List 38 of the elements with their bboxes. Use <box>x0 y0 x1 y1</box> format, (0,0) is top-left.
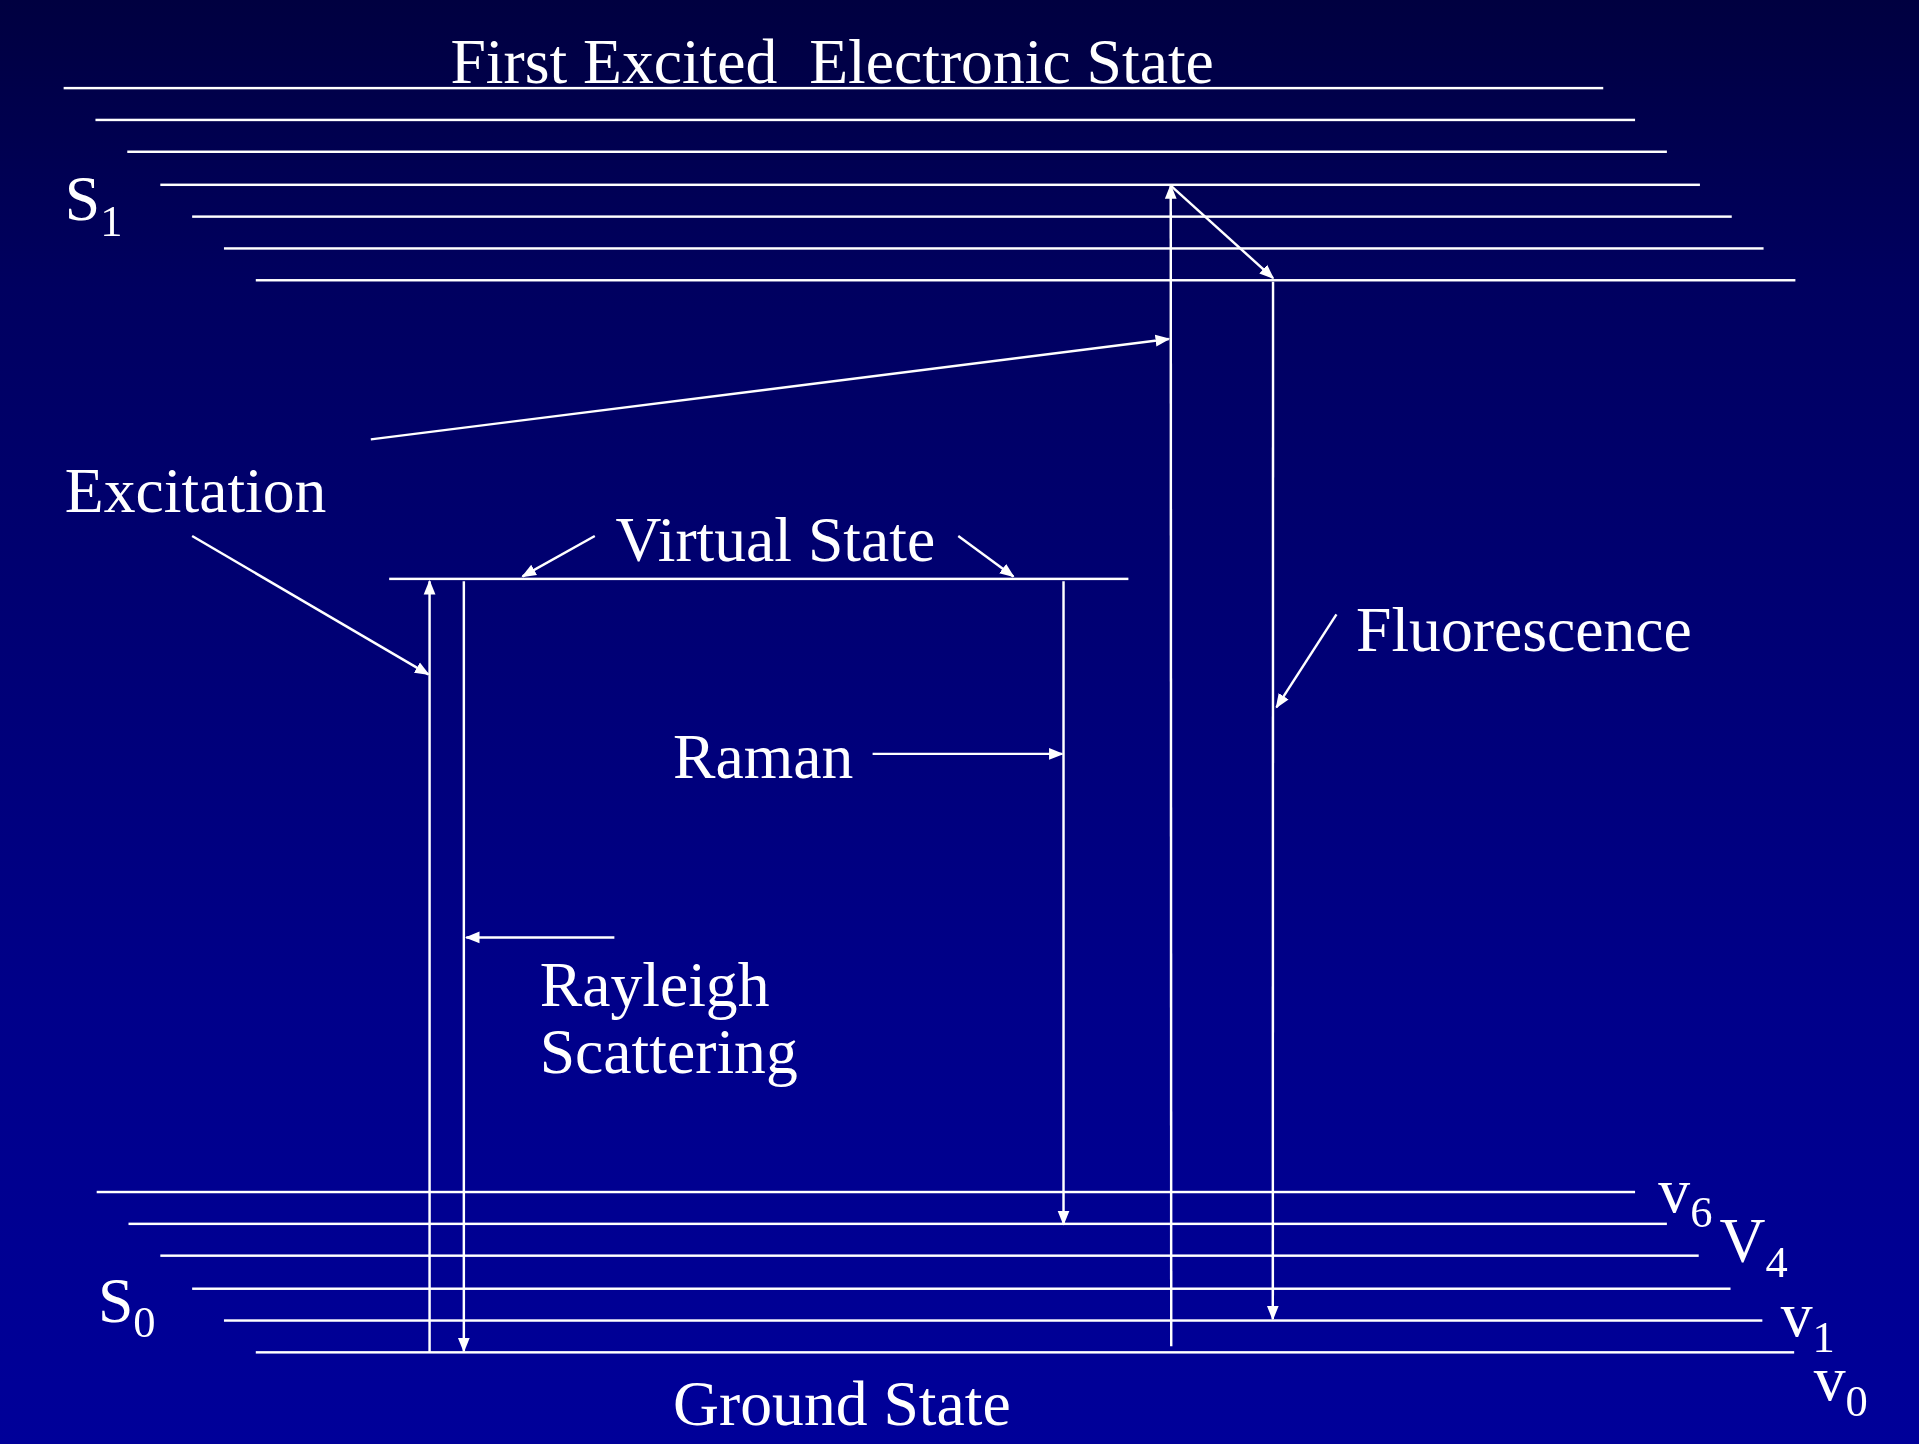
energy-level-line <box>223 1319 1763 1322</box>
level-label: V$_{4}$ <box>1719 1207 1788 1275</box>
transition-arrow <box>423 579 436 1353</box>
state-label: S$_{1}$ <box>64 166 123 234</box>
leader-line <box>370 334 1171 441</box>
process-label: Raman <box>673 724 854 792</box>
energy-level-line <box>192 1287 1731 1290</box>
transition-arrow <box>457 581 470 1353</box>
energy-level-line <box>255 1351 1795 1354</box>
state-label: S$_{0}$ <box>97 1267 156 1335</box>
energy-level-line <box>95 118 1636 122</box>
energy-level-line <box>160 1254 1699 1258</box>
leader-line <box>957 535 1015 578</box>
leader-line <box>191 535 430 676</box>
energy-level-line <box>127 151 1668 154</box>
transition-arrow <box>1266 281 1279 1321</box>
energy-level-line <box>389 577 1129 581</box>
leader-line <box>1275 613 1338 709</box>
leader-line <box>464 931 615 944</box>
energy-level-line <box>223 247 1764 250</box>
energy-level-line <box>191 215 1732 218</box>
transition-arrow <box>1164 184 1177 1347</box>
leader-line <box>521 535 596 578</box>
energy-level-line <box>256 279 1796 282</box>
process-label: Excitation <box>64 457 327 525</box>
energy-level-line <box>63 86 1604 90</box>
title: First Excited Electronic State <box>450 29 1214 97</box>
level-label: v$_{6}$ <box>1658 1157 1713 1225</box>
transition-arrow <box>1057 581 1070 1226</box>
energy-level-line <box>96 1190 1636 1194</box>
leader-line <box>872 748 1064 760</box>
energy-level-line <box>159 183 1700 186</box>
transition-arrow <box>1169 184 1275 280</box>
process-label: Rayleigh Scattering <box>539 952 907 1086</box>
process-label: Fluorescence <box>1356 597 1692 665</box>
state-label: Ground State <box>673 1370 1011 1438</box>
energy-level-line <box>128 1222 1667 1226</box>
process-label: Virtual State <box>615 506 936 574</box>
